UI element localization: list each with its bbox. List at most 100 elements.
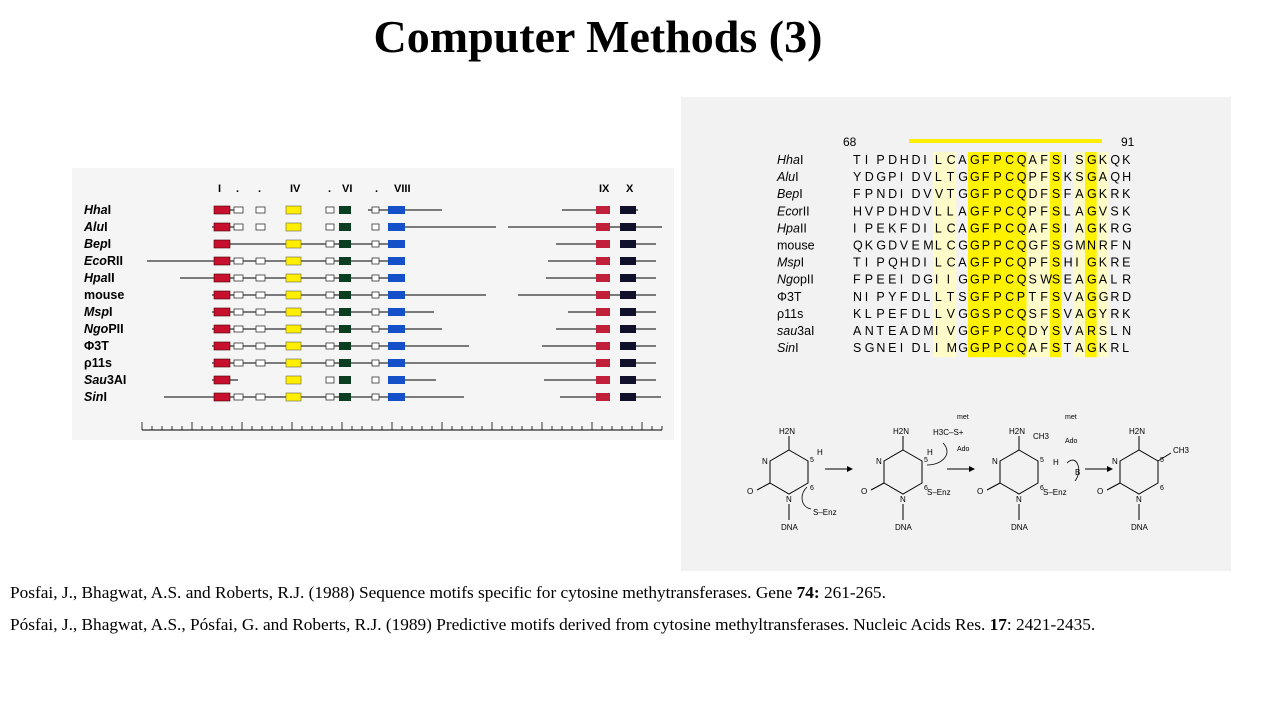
residue: E xyxy=(1064,273,1072,287)
name-rest: rII xyxy=(799,204,810,218)
alignment-row-name: NgopII xyxy=(777,273,814,287)
residue: T xyxy=(1029,290,1037,304)
residue: N xyxy=(865,324,874,338)
residue: I xyxy=(923,256,926,270)
motif-box-III xyxy=(255,291,266,299)
motif-box-X xyxy=(620,274,636,282)
residue: V xyxy=(1064,290,1073,304)
enzyme-prefix: Alu xyxy=(83,220,105,234)
residue: I xyxy=(865,290,868,304)
enzyme-suffix: Φ3T xyxy=(84,339,109,353)
residue: T xyxy=(853,256,861,270)
conserved-column-pale xyxy=(1026,152,1039,358)
residue: F xyxy=(1040,187,1048,201)
motif-row: Sau3AI xyxy=(84,373,656,387)
residue: F xyxy=(1064,187,1072,201)
motif-box-I xyxy=(213,239,231,249)
residue: S xyxy=(1052,187,1060,201)
residue: K xyxy=(1099,187,1108,201)
residue: N xyxy=(853,290,862,304)
residue: A xyxy=(1029,153,1038,167)
residue: M xyxy=(923,239,933,253)
residue: S xyxy=(1052,221,1060,235)
residue: S xyxy=(1052,170,1060,184)
residue: I xyxy=(1075,256,1078,270)
residue: C xyxy=(947,221,956,235)
motif-box-VIII xyxy=(388,342,405,350)
carbonyl-bond xyxy=(986,482,1001,491)
motif-box-II xyxy=(233,393,244,401)
residue: G xyxy=(1087,204,1097,218)
residue: I xyxy=(935,324,938,338)
residue: T xyxy=(947,170,955,184)
conserved-column-pale xyxy=(1073,152,1085,358)
name-italic: Eco xyxy=(777,204,799,218)
arrow-head xyxy=(969,466,975,472)
motif-box-IX xyxy=(596,325,610,333)
residue: P xyxy=(876,307,884,321)
residue: F xyxy=(982,221,990,235)
ring-bond xyxy=(883,449,923,495)
motif-box-IX xyxy=(596,376,610,384)
residue: L xyxy=(923,290,930,304)
residue: F xyxy=(853,187,861,201)
residue: P xyxy=(1029,204,1037,218)
residue: S xyxy=(958,290,966,304)
residue: V xyxy=(923,170,932,184)
residue: S xyxy=(853,341,861,355)
alignment-row-name: SinI xyxy=(777,341,799,355)
residue: D xyxy=(888,204,897,218)
residue: K xyxy=(1099,153,1108,167)
residue: I xyxy=(900,170,903,184)
residue: D xyxy=(912,341,921,355)
name-rest: I xyxy=(799,187,802,201)
reference-2-volume: 17 xyxy=(989,615,1007,634)
residue: G xyxy=(958,273,968,287)
conserved-column-pale xyxy=(944,152,957,358)
residue: A xyxy=(1075,187,1084,201)
residue: R xyxy=(1110,290,1119,304)
motif-row: NgoPII xyxy=(84,322,656,336)
conserved-column xyxy=(991,152,1004,358)
residue: F xyxy=(1040,256,1048,270)
residue: P xyxy=(993,307,1001,321)
alignment-start-position: 68 xyxy=(843,135,857,149)
residue: V xyxy=(923,204,932,218)
motif-row: ρ11s xyxy=(84,356,656,370)
motif-box-I xyxy=(213,324,231,334)
residue: P xyxy=(993,341,1001,355)
residue: P xyxy=(993,170,1001,184)
motif-box-VII xyxy=(371,376,380,384)
motif-box-IX xyxy=(596,393,610,401)
motif-row-label: MspI xyxy=(84,305,112,319)
n3-label: N xyxy=(1112,457,1118,466)
reference-1-pages: 261-265. xyxy=(819,583,886,602)
residue: Y xyxy=(888,290,897,304)
motif-box-V xyxy=(325,291,335,299)
residue: K xyxy=(853,307,862,321)
motif-box-IV xyxy=(285,290,302,300)
residue: L xyxy=(935,221,942,235)
residue: A xyxy=(958,204,967,218)
residue: F xyxy=(1110,239,1118,253)
motif-box-V xyxy=(325,342,335,350)
motif-box-VII xyxy=(371,393,380,401)
residue: I xyxy=(1064,153,1067,167)
residue: G xyxy=(1087,170,1097,184)
motif-box-I xyxy=(213,375,231,385)
motif-box-I xyxy=(213,307,231,317)
residue: P xyxy=(876,153,884,167)
motif-box-IX xyxy=(596,274,610,282)
residue: N xyxy=(876,187,885,201)
motif-box-IX xyxy=(596,257,610,265)
motif-header-label: VI xyxy=(342,183,352,195)
residue: G xyxy=(970,307,980,321)
motif-box-IV xyxy=(285,324,302,334)
motif-box-II xyxy=(233,257,244,265)
